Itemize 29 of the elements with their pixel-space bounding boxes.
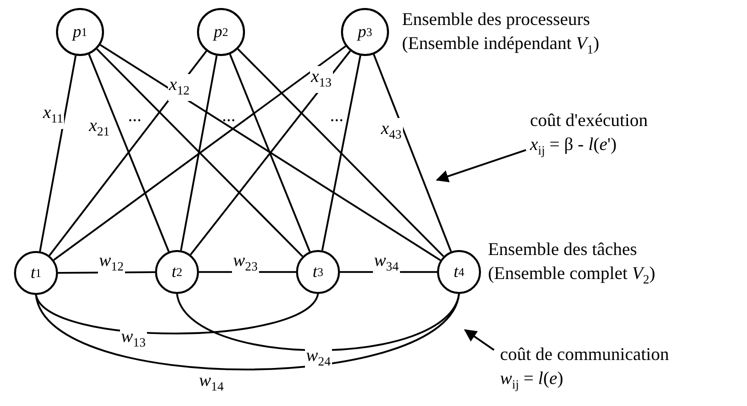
edge-line <box>88 54 170 252</box>
set-label: ... <box>330 104 344 126</box>
edge-line <box>180 55 218 251</box>
formula-text: w$_{ij}$ = l(e) <box>500 367 564 394</box>
edge-line <box>35 294 460 370</box>
edge-line <box>321 55 362 251</box>
edge-line <box>190 50 351 256</box>
formula-text: x$_{ij}$ = β - l(e') <box>530 133 618 160</box>
edge-line <box>39 55 77 252</box>
edge-label: x$_{13}$ <box>310 66 333 93</box>
edge-line <box>229 54 311 252</box>
leader-arrow <box>436 149 526 182</box>
annotation-text: coût de communication <box>500 343 669 366</box>
set-label: Ensemble des processeurs <box>402 8 590 30</box>
leader-arrow <box>464 329 495 351</box>
edge-line <box>100 44 441 261</box>
annotation-text: coût d'exécution <box>530 109 648 132</box>
set-label: ... <box>128 104 142 126</box>
set-label: (Ensemble indépendant V$_{1}$) <box>402 32 600 59</box>
set-label: Ensemble des tâches <box>488 238 637 260</box>
edge-line <box>372 54 452 252</box>
edge-line <box>176 294 460 352</box>
edge-line <box>35 294 319 334</box>
edge-label: x$_{12}$ <box>168 74 191 101</box>
set-label: (Ensemble complet V$_{2}$) <box>488 262 656 289</box>
edge-line <box>237 48 444 258</box>
set-label: ... <box>222 104 236 126</box>
edge-line <box>53 45 346 261</box>
edge-line <box>96 48 304 258</box>
